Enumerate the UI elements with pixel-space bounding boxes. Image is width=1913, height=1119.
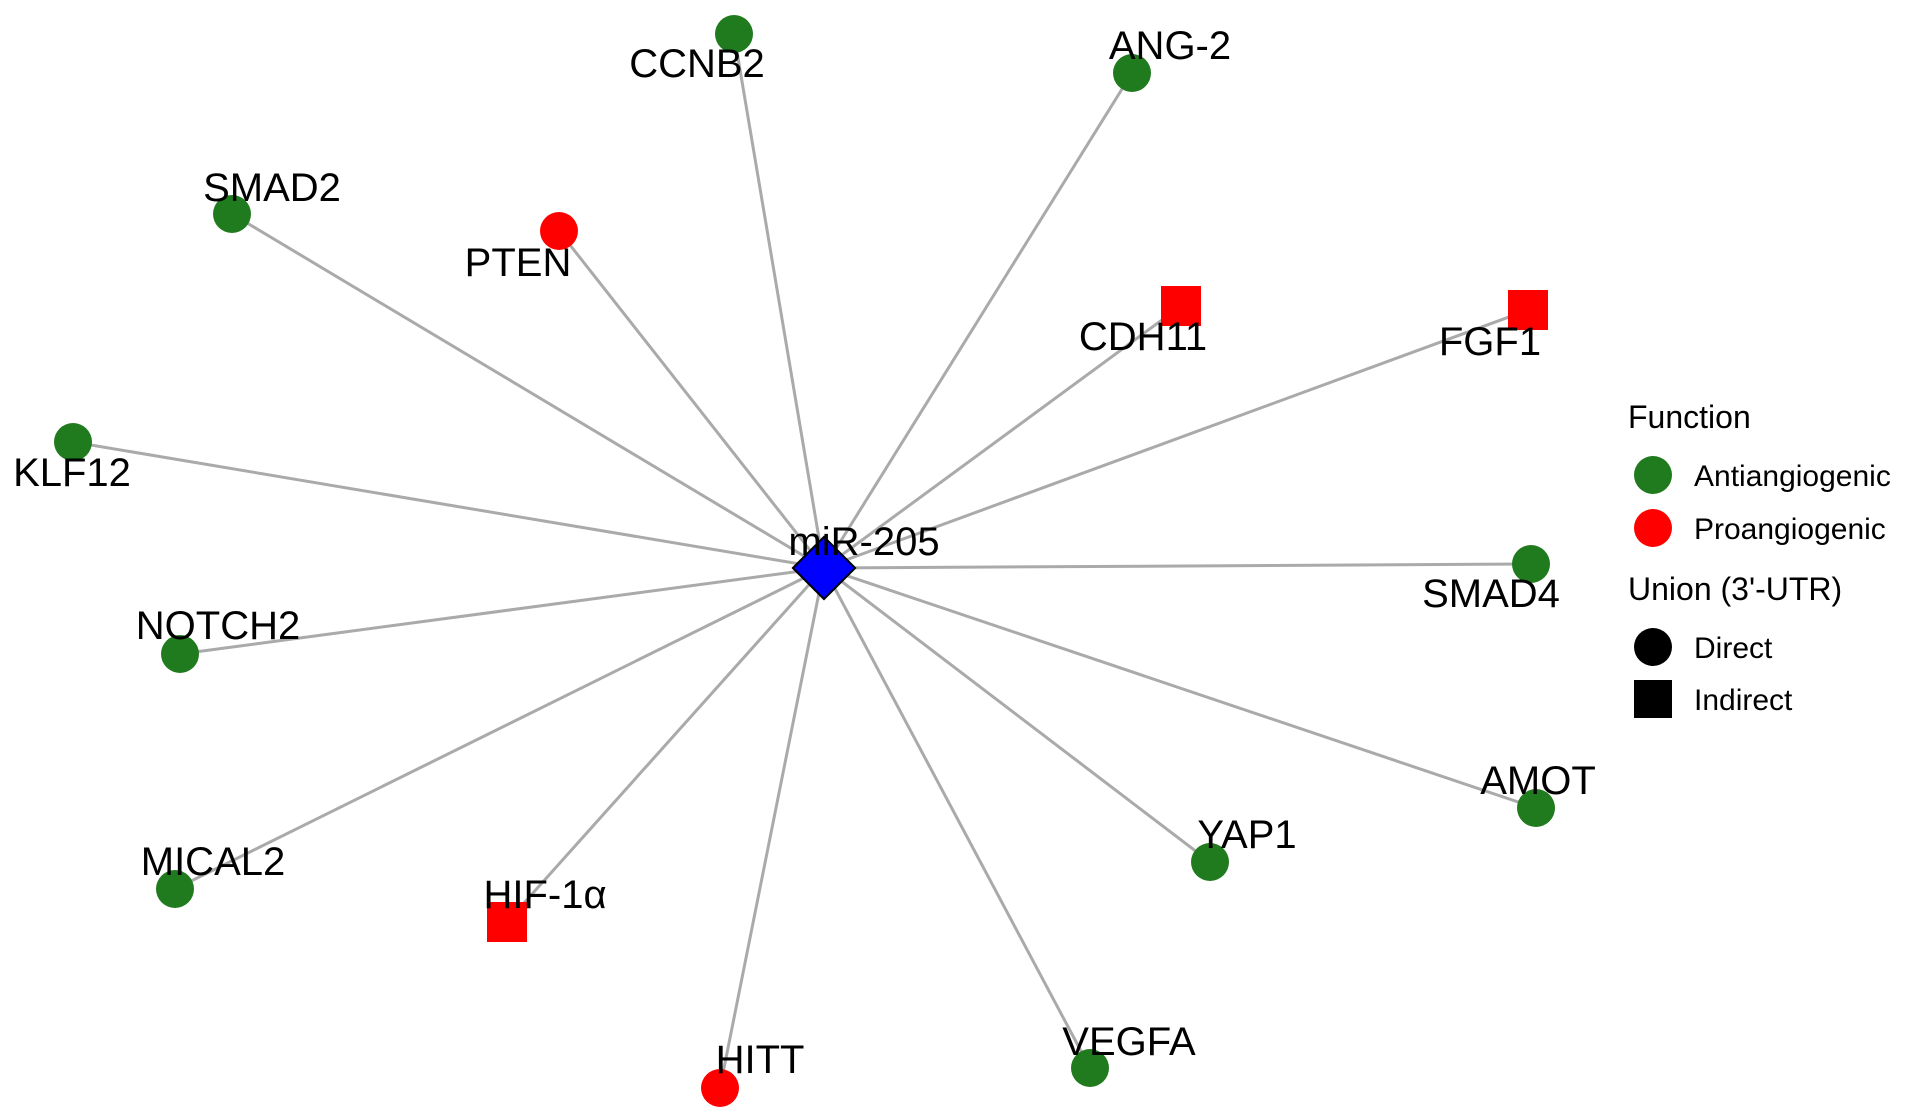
node-notch2 [161, 635, 199, 673]
node-fgf1 [1508, 290, 1548, 330]
legend-antiangiogenic-label: Antiangiogenic [1694, 460, 1891, 493]
node-cdh11 [1161, 286, 1201, 326]
edge-ccnb2 [732, 33, 826, 569]
node-ccnb2 [715, 15, 753, 53]
node-label-smad2: SMAD2 [203, 166, 341, 210]
node-ang-2 [1113, 54, 1151, 92]
edge-klf12 [72, 440, 825, 570]
edge-pten [557, 230, 826, 569]
node-yap1 [1191, 843, 1229, 881]
edge-mical2 [174, 566, 825, 891]
node-hif-1 [487, 902, 527, 942]
edge-notch2 [179, 566, 825, 656]
node-mical2 [156, 870, 194, 908]
edge-smad2 [231, 212, 825, 570]
node-smad2 [213, 195, 251, 233]
node-label-amot: AMOT [1480, 759, 1596, 803]
node-label-ang-2: ANG-2 [1109, 24, 1231, 68]
legend-union-title: Union (3'-UTR) [1628, 571, 1842, 607]
node-label-notch2: NOTCH2 [136, 604, 300, 648]
edge-ang-2 [822, 72, 1134, 569]
edge-cdh11 [823, 304, 1182, 570]
node-vegfa [1071, 1049, 1109, 1087]
edge-hitt [718, 567, 826, 1089]
node-label-mical2: MICAL2 [141, 840, 286, 884]
node-smad4 [1512, 545, 1550, 583]
edge-vegfa [822, 567, 1092, 1069]
legend-antiangiogenic-swatch [1634, 456, 1672, 494]
node-label-ccnb2: CCNB2 [629, 42, 765, 86]
legend-function-title: Function [1628, 399, 1751, 435]
node-label-vegfa: VEGFA [1062, 1020, 1196, 1064]
legend-indirect-swatch [1634, 680, 1672, 718]
node-label-smad4: SMAD4 [1422, 572, 1560, 616]
legend-proangiogenic-swatch [1634, 509, 1672, 547]
node-label-yap1: YAP1 [1197, 813, 1296, 857]
legend-indirect-label: Indirect [1694, 684, 1793, 717]
edge-smad4 [823, 562, 1532, 570]
legend: Function Antiangiogenic Proangiogenic Un… [1628, 399, 1891, 718]
node-label-pten: PTEN [465, 241, 572, 285]
node-label-klf12: KLF12 [13, 451, 131, 495]
node-klf12 [54, 423, 92, 461]
node-hitt [701, 1069, 739, 1107]
node-label-cdh11: CDH11 [1079, 315, 1207, 359]
node-label-hif-1: HIF-1α [483, 873, 606, 917]
edge-yap1 [823, 566, 1211, 864]
node-pten [540, 212, 578, 250]
edge-fgf1 [823, 308, 1529, 570]
center-node-group: miR-205 [788, 520, 940, 601]
node-amot [1517, 789, 1555, 827]
edge-hif-1 [505, 566, 826, 924]
edges [72, 33, 1537, 1089]
node-label-hitt: HITT [716, 1038, 805, 1082]
edge-amot [823, 566, 1537, 810]
center-node-mirna [791, 535, 857, 601]
legend-proangiogenic-label: Proangiogenic [1694, 513, 1886, 546]
node-label-fgf1: FGF1 [1439, 320, 1541, 364]
center-node-label: miR-205 [788, 520, 939, 564]
legend-direct-label: Direct [1694, 632, 1773, 665]
legend-direct-swatch [1634, 628, 1672, 666]
